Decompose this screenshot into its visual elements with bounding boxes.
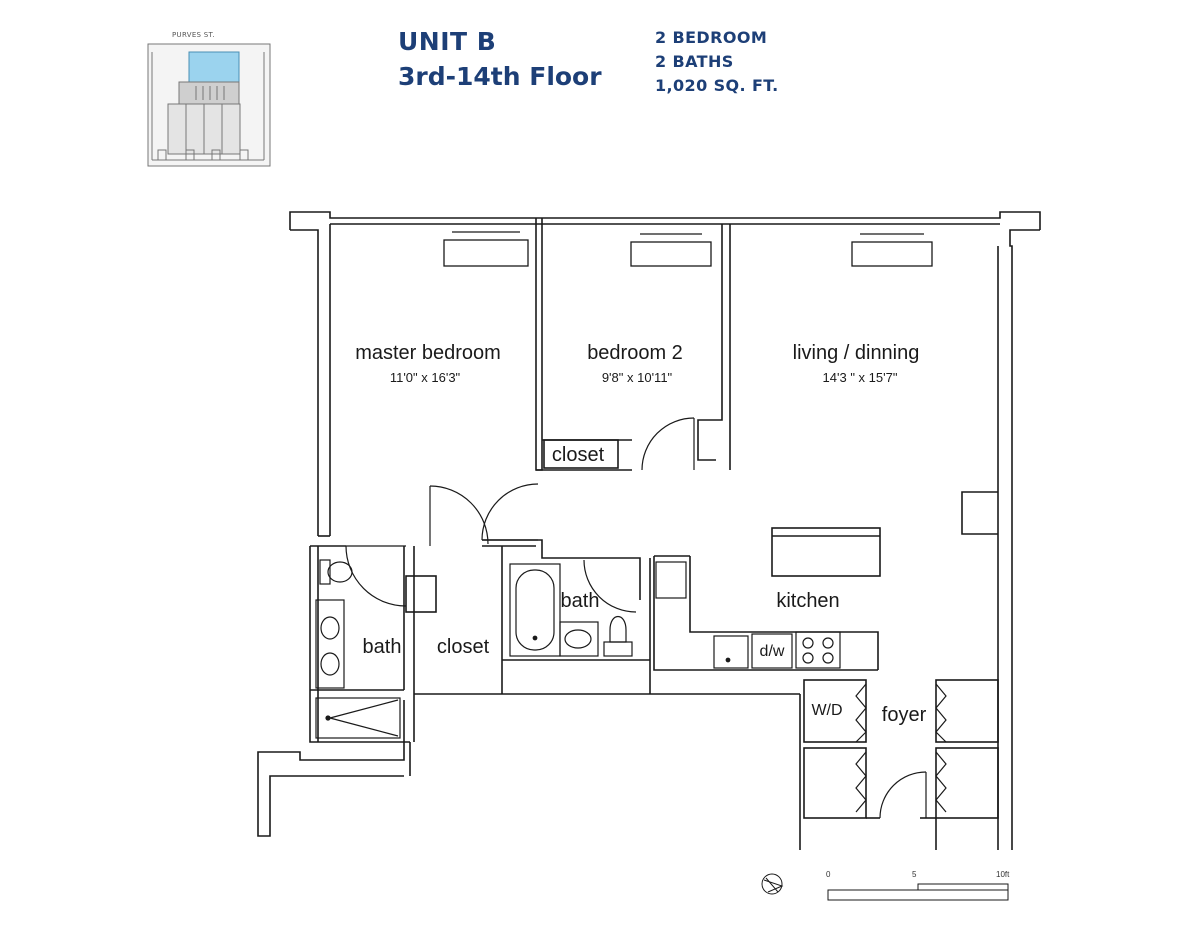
fixtures	[315, 559, 841, 739]
bifold-doors	[855, 683, 947, 813]
range	[795, 631, 841, 669]
window-radiators	[443, 231, 933, 267]
master-bedroom-label: master bedroom	[355, 342, 501, 364]
living-dining-dims: 14'3 " x 15'7"	[823, 370, 898, 385]
bedroom-count: 2 BEDROOM	[655, 28, 768, 47]
bedroom2-label: bedroom 2	[587, 342, 683, 364]
double-vanity	[315, 599, 345, 689]
bath-master-label: bath	[363, 636, 402, 658]
kitchen-sink	[713, 635, 749, 669]
bath-toilet	[609, 615, 627, 643]
shower	[315, 697, 401, 739]
closet-bedroom2-label: closet	[552, 444, 605, 466]
north-arrow-icon	[761, 873, 784, 895]
door-swings	[345, 417, 927, 819]
dw-label: d/w	[760, 643, 785, 660]
master-bedroom-dims: 11'0" x 16'3"	[390, 370, 461, 385]
refrigerator	[655, 561, 687, 599]
bath-hall-label: bath	[561, 590, 600, 612]
bathtub	[509, 563, 561, 657]
bedroom2-dims: 9'8" x 10'11"	[602, 370, 673, 385]
walls	[257, 211, 1041, 850]
washer-dryer-label: W/D	[811, 702, 842, 719]
foyer-label: foyer	[882, 704, 927, 726]
bath-sink	[559, 621, 599, 657]
scale-tick-0: 0	[826, 870, 831, 879]
scale-tick-5: 5	[912, 870, 917, 879]
toilet-tank	[319, 559, 331, 585]
dishwasher	[751, 633, 793, 669]
toilet-bowl	[327, 561, 353, 583]
key-plan-street-label: PURVES ST.	[172, 31, 215, 39]
unit-title: UNIT B	[398, 27, 497, 56]
kitchen-label: kitchen	[776, 590, 839, 612]
key-plan	[147, 43, 271, 167]
floor-range: 3rd-14th Floor	[398, 62, 602, 91]
scale-bar: 0 5 10ft	[826, 870, 1010, 901]
bath-count: 2 BATHS	[655, 52, 734, 71]
scale-tick-10: 10ft	[996, 870, 1010, 879]
square-footage: 1,020 SQ. FT.	[655, 76, 779, 95]
living-dining-label: living / dinning	[793, 342, 920, 364]
closet-master-label: closet	[437, 636, 490, 658]
room-labels: master bedroom 11'0" x 16'3" bedroom 2 9…	[355, 342, 926, 726]
